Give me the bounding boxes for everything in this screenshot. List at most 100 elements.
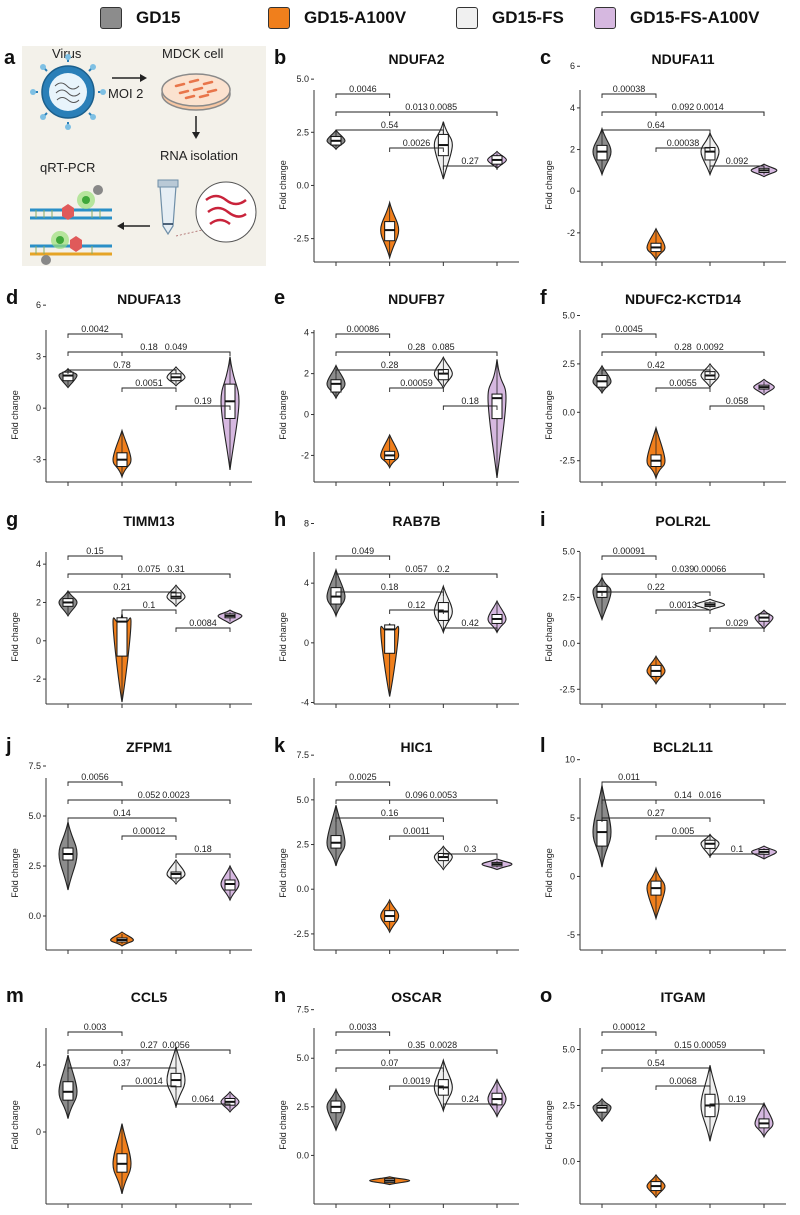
- significance-bracket: [601, 817, 711, 822]
- significance-bracket: [335, 1067, 444, 1072]
- p-value-label: 0.28: [381, 360, 399, 370]
- significance-bracket: [709, 1103, 765, 1108]
- p-value-label: 0.011: [618, 772, 640, 782]
- significance-bracket: [335, 111, 498, 116]
- dna-amplification-icon: [30, 185, 112, 265]
- panel-letter: g: [6, 509, 18, 531]
- p-value-label: 0.039: [672, 564, 695, 574]
- chart-title: NDUFA13: [117, 291, 181, 307]
- significance-bracket: [442, 165, 498, 170]
- p-value-label: 0.12: [408, 600, 426, 610]
- y-axis-label: Fold change: [278, 612, 288, 662]
- p-value-label: 0.18: [194, 844, 212, 854]
- significance-bracket: [121, 1049, 231, 1054]
- significance-bracket: [442, 405, 498, 410]
- significance-bracket: [67, 351, 231, 356]
- p-value-label: 0.058: [726, 396, 749, 406]
- chart-title: ITGAM: [660, 989, 705, 1005]
- y-tick-label: 2.5: [562, 1100, 575, 1110]
- y-tick-label: 5.0: [562, 546, 575, 556]
- y-tick-label: -4: [301, 698, 309, 708]
- significance-bracket: [709, 853, 765, 858]
- y-tick-label: 0.0: [562, 638, 575, 648]
- significance-bracket: [601, 369, 711, 374]
- p-value-label: 0.19: [194, 396, 212, 406]
- p-value-label: 0.0042: [81, 324, 109, 334]
- p-value-label: 0.78: [113, 360, 131, 370]
- p-value-label: 0.27: [647, 808, 665, 818]
- p-value-label: 0.15: [86, 546, 104, 556]
- y-axis-label: Fold change: [544, 1100, 554, 1150]
- significance-bracket: [335, 817, 444, 822]
- panel-letter: e: [274, 287, 285, 309]
- p-value-label: 0.22: [647, 582, 665, 592]
- p-value-label: 0.0046: [349, 84, 377, 94]
- p-value-label: 0.00012: [613, 1022, 646, 1032]
- panel-letter: n: [274, 985, 286, 1007]
- significance-bracket: [121, 573, 231, 578]
- p-value-label: 0.096: [405, 790, 428, 800]
- p-value-label: 0.049: [352, 546, 375, 556]
- significance-bracket: [335, 1031, 391, 1036]
- p-value-label: 0.31: [167, 564, 185, 574]
- significance-bracket: [389, 387, 444, 392]
- p-value-label: 0.0013: [669, 600, 697, 610]
- y-tick-label: 2.5: [562, 359, 575, 369]
- chart-title: BCL2L11: [653, 739, 713, 755]
- panel-letter: h: [274, 509, 286, 531]
- significance-bracket: [442, 627, 498, 632]
- p-value-label: 0.0092: [696, 342, 724, 352]
- significance-bracket: [601, 111, 765, 116]
- p-value-label: 0.15: [674, 1040, 692, 1050]
- p-value-label: 0.1: [143, 600, 156, 610]
- box: [384, 624, 396, 654]
- significance-bracket: [121, 835, 177, 840]
- y-axis-label: Fold change: [278, 848, 288, 898]
- y-tick-label: 5.0: [28, 811, 41, 821]
- box: [330, 379, 342, 393]
- y-tick-label: 5.0: [562, 310, 575, 320]
- panel-letter: a: [4, 47, 16, 69]
- p-value-label: 0.016: [699, 790, 722, 800]
- p-value-label: 0.0025: [349, 772, 377, 782]
- p-value-label: 0.057: [405, 564, 428, 574]
- y-tick-label: 5: [570, 813, 575, 823]
- significance-bracket: [601, 1049, 765, 1054]
- p-value-label: 0.0085: [430, 102, 458, 112]
- p-value-label: 0.0051: [135, 378, 163, 388]
- p-value-label: 0.64: [647, 120, 665, 130]
- y-tick-label: 0: [36, 1127, 41, 1137]
- significance-bracket: [389, 1049, 498, 1054]
- p-value-label: 0.00059: [694, 1040, 727, 1050]
- p-value-label: 0.16: [381, 808, 399, 818]
- p-value-label: 0.00059: [400, 378, 433, 388]
- p-value-label: 0.18: [461, 396, 479, 406]
- y-tick-label: 0: [36, 403, 41, 413]
- virus-label: Virus: [52, 46, 82, 61]
- p-value-label: 0.003: [84, 1022, 107, 1032]
- significance-bracket: [335, 591, 444, 596]
- y-tick-label: 0.0: [296, 180, 309, 190]
- p-value-label: 0.42: [461, 618, 479, 628]
- p-value-label: 0.0055: [669, 378, 697, 388]
- significance-bracket: [67, 555, 123, 560]
- y-axis-label: Fold change: [278, 160, 288, 210]
- significance-bracket: [389, 835, 444, 840]
- p-value-label: 0.0014: [696, 102, 724, 112]
- y-tick-label: 4: [570, 103, 575, 113]
- significance-bracket: [121, 351, 231, 356]
- virus-icon: [30, 54, 106, 130]
- p-value-label: 0.0068: [669, 1076, 697, 1086]
- chart-title: HIC1: [401, 739, 433, 755]
- box: [384, 221, 396, 242]
- y-tick-label: 7.5: [296, 1005, 309, 1015]
- significance-bracket: [67, 1031, 123, 1036]
- p-value-label: 0.07: [381, 1058, 399, 1068]
- chart-title: NDUFB7: [388, 291, 445, 307]
- y-tick-label: 0.0: [28, 911, 41, 921]
- p-value-label: 0.0028: [430, 1040, 458, 1050]
